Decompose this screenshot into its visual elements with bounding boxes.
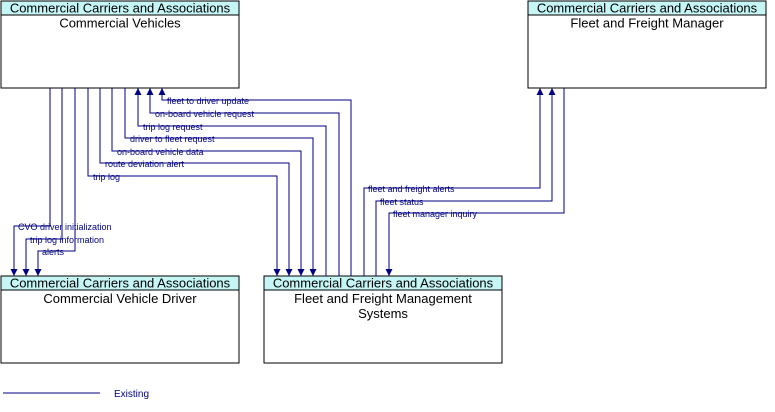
flow-label: fleet status: [380, 197, 424, 207]
flow-label: CVO driver initialization: [18, 222, 112, 232]
flow-label: trip log information: [30, 235, 104, 245]
node-name-label: Systems: [358, 306, 408, 321]
node-commercial-vehicle-driver[interactable]: Commercial Carriers and Associations Com…: [0, 275, 240, 364]
flow-label: fleet and freight alerts: [368, 184, 455, 194]
node-owner-label: Commercial Carriers and Associations: [273, 276, 494, 291]
node-name-label: Fleet and Freight Manager: [570, 16, 724, 31]
flow-label: trip log: [93, 172, 120, 182]
flow-label: trip log request: [143, 122, 203, 132]
flow-cvo-driver-initialization[interactable]: CVO driver initialization: [10, 88, 112, 276]
node-name-label: Commercial Vehicle Driver: [43, 291, 197, 306]
flow-driver-to-fleet-request[interactable]: driver to fleet request: [124, 88, 317, 276]
flow-label: fleet to driver update: [167, 96, 249, 106]
flow-label: on-board vehicle data: [117, 147, 204, 157]
flow-on-board-vehicle-data[interactable]: on-board vehicle data: [111, 88, 305, 276]
flow-label: alerts: [42, 247, 65, 257]
flow-trip-log-information[interactable]: trip log information: [22, 88, 105, 276]
node-owner-label: Commercial Carriers and Associations: [537, 1, 758, 16]
flow-route-deviation-alert[interactable]: route deviation alert: [99, 88, 293, 276]
node-owner-label: Commercial Carriers and Associations: [10, 1, 231, 16]
node-fleet-freight-management-systems[interactable]: Commercial Carriers and Associations Fle…: [263, 275, 503, 364]
flow-fleet-and-freight-alerts[interactable]: fleet and freight alerts: [363, 88, 544, 276]
flow-label: fleet manager inquiry: [393, 209, 478, 219]
node-fleet-freight-manager[interactable]: Commercial Carriers and Associations Fle…: [527, 0, 767, 89]
node-name-label: Fleet and Freight Management: [294, 291, 472, 306]
node-commercial-vehicles[interactable]: Commercial Carriers and Associations Com…: [0, 0, 240, 89]
flow-label: on-board vehicle request: [155, 109, 255, 119]
node-name-label: Commercial Vehicles: [59, 16, 181, 31]
flow-trip-log-request[interactable]: trip log request: [134, 88, 327, 276]
legend: Existing: [3, 389, 149, 400]
flow-alerts[interactable]: alerts: [34, 88, 76, 276]
flow-fleet-manager-inquiry[interactable]: fleet manager inquiry: [385, 88, 565, 276]
flow-label: route deviation alert: [105, 159, 185, 169]
flow-on-board-vehicle-request[interactable]: on-board vehicle request: [146, 88, 340, 276]
flow-trip-log[interactable]: trip log: [87, 88, 281, 276]
flow-fleet-to-driver-update[interactable]: fleet to driver update: [158, 88, 352, 276]
flow-fleet-status[interactable]: fleet status: [375, 88, 556, 276]
node-owner-label: Commercial Carriers and Associations: [10, 276, 231, 291]
flow-label: driver to fleet request: [130, 134, 215, 144]
legend-existing-label: Existing: [114, 389, 149, 400]
